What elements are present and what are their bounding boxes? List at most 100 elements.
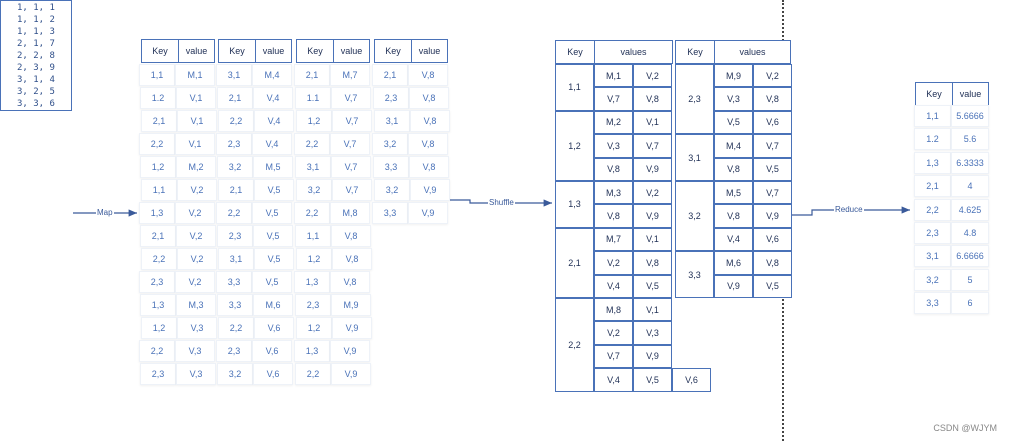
shuffle-value-cell: V,5 xyxy=(633,368,672,392)
shuffle-key-cell: 3,1 xyxy=(675,134,714,181)
map-value-cell: V,8 xyxy=(409,87,449,109)
map-key-cell: 1,3 xyxy=(294,271,330,293)
map-value-cell: V,9 xyxy=(408,202,448,224)
header-key: Key xyxy=(567,47,583,57)
shuffle-value-cell: V,6 xyxy=(753,110,792,135)
map-key-cell: 2,3 xyxy=(140,363,176,385)
map-key-cell: 2,3 xyxy=(216,133,252,155)
shuffle-value-cell: M,6 xyxy=(714,251,753,275)
map-key-cell: 2,3 xyxy=(295,294,331,316)
map-key-cell: 1,1 xyxy=(295,225,331,247)
map-value-cell: M,4 xyxy=(252,64,292,86)
input-line: 3, 1, 4 xyxy=(17,75,55,85)
map-key-cell: 2,2 xyxy=(295,363,331,385)
map-value-cell: V,9 xyxy=(331,363,371,385)
shuffle-value-cell: V,2 xyxy=(633,64,672,88)
shuffle-value-cell: V,2 xyxy=(753,64,792,88)
map-key-cell: 1,3 xyxy=(140,294,176,316)
shuffle-value-cell: V,9 xyxy=(714,274,753,298)
map-key-cell: 2,3 xyxy=(373,87,409,109)
map-key-cell: 3,2 xyxy=(372,133,408,155)
reduce-key-cell: 3,1 xyxy=(914,245,951,268)
map-key-cell: 2,1 xyxy=(218,179,254,201)
map-key-cell: 3,1 xyxy=(218,248,254,270)
shuffle-value-cell: V,3 xyxy=(714,87,753,111)
reduce-value-cell: 6 xyxy=(951,292,989,315)
reduce-value-cell: 4.625 xyxy=(951,198,989,221)
input-line: 1, 1, 1 xyxy=(17,3,55,13)
map-value-cell: V,8 xyxy=(332,248,372,270)
input-line: 2, 3, 9 xyxy=(17,63,55,73)
watermark: CSDN @WJYM xyxy=(933,423,997,433)
shuffle-value-cell: V,5 xyxy=(753,274,792,298)
reduce-key-cell: 2,1 xyxy=(914,175,951,198)
input-line: 2, 1, 7 xyxy=(17,39,55,49)
shuffle-value-cell: M,4 xyxy=(714,134,753,158)
map-key-cell: 3,3 xyxy=(216,271,252,293)
shuffle-value-cell: V,8 xyxy=(633,87,672,111)
map-key-cell: 3,1 xyxy=(295,156,331,178)
reduce-label: Reduce xyxy=(834,205,864,214)
map-value-cell: V,2 xyxy=(175,202,215,224)
shuffle-value-cell: V,6 xyxy=(672,368,711,392)
header-key: Key xyxy=(229,46,245,56)
header-key: Key xyxy=(687,47,703,57)
map-value-cell: V,6 xyxy=(254,317,294,339)
map-value-cell: V,7 xyxy=(331,87,371,109)
map-key-cell: 2,2 xyxy=(294,133,330,155)
map-key-cell: 3,1 xyxy=(374,110,410,132)
shuffle-value-cell: M,1 xyxy=(594,64,633,88)
map-key-cell: 2,3 xyxy=(139,271,175,293)
map-value-cell: V,2 xyxy=(176,225,216,247)
map-key-cell: 1,2 xyxy=(140,156,176,178)
map-value-cell: V,5 xyxy=(254,248,294,270)
shuffle-value-cell: V,7 xyxy=(594,344,633,369)
reduce-key-cell: 1,3 xyxy=(914,151,951,174)
reduce-value-cell: 6.6666 xyxy=(951,245,989,268)
map-key-cell: 2,2 xyxy=(141,248,177,270)
input-line: 1, 1, 3 xyxy=(17,27,55,37)
shuffle-value-cell: V,8 xyxy=(594,157,633,181)
map-key-cell: 2,2 xyxy=(294,202,330,224)
map-value-cell: V,5 xyxy=(254,179,294,201)
map-key-cell: 3,2 xyxy=(296,179,332,201)
map-value-cell: V,3 xyxy=(175,340,215,362)
shuffle-value-cell: V,4 xyxy=(714,227,753,252)
shuffle-value-cell: M,7 xyxy=(594,227,633,252)
reduce-key-cell: 1,1 xyxy=(914,105,951,127)
map-value-cell: V,7 xyxy=(330,133,370,155)
header-value: value xyxy=(411,40,447,62)
shuffle-value-cell: V,9 xyxy=(753,204,792,228)
shuffle-value-cell: V,4 xyxy=(594,368,633,392)
shuffle-value-cell: V,7 xyxy=(753,134,792,158)
map-key-cell: 2,1 xyxy=(141,110,177,132)
map-value-cell: V,2 xyxy=(177,248,217,270)
shuffle-value-cell: V,9 xyxy=(633,157,672,181)
map-key-cell: 2,1 xyxy=(140,225,176,247)
reduce-value-cell: 4 xyxy=(951,175,989,198)
shuffle-key-cell: 1,1 xyxy=(555,64,594,111)
map-key-cell: 2,1 xyxy=(372,64,408,86)
shuffle-value-cell: V,8 xyxy=(753,87,792,111)
map-value-cell: V,7 xyxy=(332,179,372,201)
map-key-cell: 2,2 xyxy=(139,340,175,362)
map-key-cell: 2,3 xyxy=(216,340,252,362)
shuffle-value-cell: V,2 xyxy=(594,251,633,275)
header-key: Key xyxy=(385,46,401,56)
shuffle-value-cell: M,8 xyxy=(594,298,633,322)
map-value-cell: V,9 xyxy=(410,179,450,201)
map-value-cell: V,9 xyxy=(332,317,372,339)
map-value-cell: M,7 xyxy=(330,64,370,86)
shuffle-value-cell: V,8 xyxy=(594,204,633,228)
shuffle-value-cell: M,9 xyxy=(714,64,753,88)
shuffle-value-cell: V,1 xyxy=(633,110,672,135)
shuffle-value-cell: V,6 xyxy=(753,227,792,252)
header-value: value xyxy=(952,83,988,105)
map-value-cell: V,4 xyxy=(253,87,293,109)
shuffle-key-cell: 2,3 xyxy=(675,64,714,135)
shuffle-label: Shuffle xyxy=(488,198,515,207)
shuffle-value-cell: V,3 xyxy=(594,134,633,158)
shuffle-value-cell: V,9 xyxy=(633,204,672,228)
